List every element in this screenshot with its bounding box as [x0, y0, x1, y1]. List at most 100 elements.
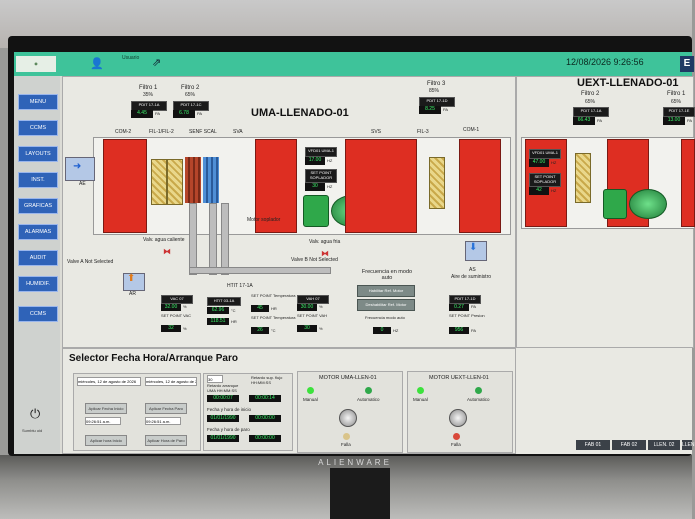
retardo-arranque-label: Retardo arranque UMA HH:MM:SS: [207, 383, 239, 393]
selector-title: Selector Fecha Hora/Arranque Paro: [69, 353, 238, 364]
motor-uext-auto-led: [475, 387, 482, 394]
sidebar: MENU CCMS LAYOUTS INST. GRAFICAS ALARMAS…: [14, 76, 60, 454]
sp-hum-label: SET POINT Temperatura: [251, 293, 296, 298]
vah-sp-value: 30: [297, 325, 317, 332]
date-from-input[interactable]: [77, 377, 141, 386]
sp-soplador-value: 30: [305, 183, 325, 191]
motor-uma-falla-led: [343, 433, 350, 440]
uext-title: UEXT-LLENADO-01: [577, 77, 679, 89]
e-button[interactable]: E: [680, 56, 694, 72]
uext-filtro1-value: 13.00: [663, 117, 685, 125]
motor-uma-manual-label: Manual: [303, 397, 318, 402]
hmi-screen: ◉ 👤 Usuario ⇗ 12/08/2026 9:26:56 E MENU …: [14, 52, 695, 454]
as-arrow-icon: ⬇: [469, 242, 478, 253]
heating-coil: [185, 157, 201, 203]
nav-inst[interactable]: INST.: [18, 172, 58, 188]
motor-uma-selector-knob[interactable]: [339, 409, 357, 427]
vac-value: 32.00: [161, 304, 181, 311]
motor-uext-manual-led: [417, 387, 424, 394]
section-fil: FIL-1/FIL-2: [149, 129, 174, 135]
motor-uext-selector-knob[interactable]: [449, 409, 467, 427]
deshabilitar-ref-button[interactable]: Deshabilitar Ref. Motor: [357, 299, 415, 311]
apply-start-time-button[interactable]: Aplicar hora Inicio: [85, 435, 127, 446]
valv-agua-fria: Valv. agua fria: [309, 239, 341, 245]
power-icon[interactable]: ⏻: [30, 406, 41, 421]
tab-fab-01[interactable]: FAB 01: [576, 440, 610, 450]
uext-vfd-tag: VFD01 UMA-1: [529, 149, 561, 159]
nav-ccms[interactable]: CCMS: [18, 120, 58, 136]
fecha-inicio-time: 00:00:00: [249, 415, 281, 422]
right-bottom-area: [516, 348, 692, 454]
filtro2-label: Filtro 2: [181, 85, 200, 91]
datetime-display: 12/08/2026 9:26:56: [566, 57, 644, 67]
nav-layouts[interactable]: LAYOUTS: [18, 146, 58, 162]
nav-ccms-2[interactable]: CCMS: [18, 306, 58, 322]
motor-uext-falla-led: [453, 433, 460, 440]
nav-graficas[interactable]: GRAFICAS: [18, 198, 58, 214]
motor-uext-auto-label: Automatico: [467, 397, 490, 402]
tab-llen-02[interactable]: LLEN. 02: [648, 440, 680, 450]
uext-sp-unit: HZ: [551, 188, 557, 193]
pdit-1d-sp-unit: PA: [471, 328, 477, 333]
tab-llen[interactable]: LLEN: [682, 440, 695, 450]
section-com1: COM-1: [463, 127, 480, 133]
htit-temp-unit: °C: [231, 308, 236, 313]
user-icon[interactable]: 👤: [90, 58, 104, 70]
valve-b-icon[interactable]: ⧓: [321, 249, 329, 258]
filtro1-unit: PA: [155, 111, 161, 116]
valve-a-icon[interactable]: ⧓: [163, 247, 171, 256]
uext-filtro2-unit: PA: [597, 118, 603, 123]
nav-humidif[interactable]: HUMIDIF.: [18, 276, 58, 292]
filtro1-label: Filtro 1: [139, 85, 158, 91]
tab-fab-02[interactable]: FAB 02: [612, 440, 646, 450]
as-label: AS: [469, 267, 476, 273]
pipe-horizontal: [189, 267, 331, 274]
pipe-hot-1: [189, 203, 197, 275]
uext-filtro1-tag: PDIT 17-1E: [663, 107, 695, 117]
num-field[interactable]: [207, 375, 223, 383]
pdit-1d-value: 0.27: [449, 304, 469, 311]
time-from-input[interactable]: [85, 417, 121, 425]
ae-arrow-icon: ➜: [73, 161, 82, 172]
motor-uext-manual-label: Manual: [413, 397, 428, 402]
uext-filtro1-pct: 65%: [671, 99, 682, 105]
section-svs: SVS: [371, 129, 382, 135]
power-label: Sumbtu oid: [22, 428, 43, 433]
frecuencia-label: Frecuencia modo auto: [365, 315, 405, 320]
htit-hum: 118.51: [207, 318, 229, 325]
ar-duct: [123, 273, 145, 291]
nav-alarmas[interactable]: ALARMAS: [18, 224, 58, 240]
vfd-tag: VFD01 UMA-1: [305, 147, 337, 157]
fecha-inicio-date: 01/01/1990: [207, 415, 239, 422]
filtro3-label: Filtro 3: [427, 81, 446, 87]
motor-uma-auto-label: Automatico: [357, 397, 380, 402]
valve-b-label: Valve B Not Selected: [291, 257, 338, 263]
uext-filtro2-tag: PDIT 17-1A: [573, 107, 609, 117]
nav-menu[interactable]: MENU: [18, 94, 58, 110]
vah-tag: VAH 07: [297, 295, 329, 304]
apply-stop-date-button[interactable]: Aplicar Fecha Paro: [145, 403, 187, 414]
uma-com2-red: [103, 139, 147, 233]
export-icon[interactable]: ⇗: [152, 57, 162, 69]
date-to-input[interactable]: [145, 377, 197, 386]
uext-filtro2-pct: 65%: [585, 99, 596, 105]
pdit-1d-sp-label: SET POINT Presion: [449, 313, 485, 318]
filtro1-pct: 35%: [143, 92, 154, 98]
vah-unit: %: [319, 304, 323, 309]
nav-audit[interactable]: AUDIT: [18, 250, 58, 266]
vac-sp-unit: %: [183, 326, 187, 331]
time-to-input[interactable]: [145, 417, 181, 425]
uext-filter: [575, 153, 591, 203]
uma-filter-2: [167, 159, 183, 205]
apply-stop-time-button[interactable]: Aplicar Hora de Paro: [145, 435, 187, 446]
pdit-1d-tag: PDIT 17-1D: [449, 295, 481, 304]
retardo-arranque-value: 00:00:07: [207, 395, 239, 402]
retardo-flujo-value: 00:00:14: [249, 395, 281, 402]
apply-start-date-button[interactable]: Aplicar Fecha Inicio: [85, 403, 127, 414]
habilitar-ref-button[interactable]: Habilitar Ref. Motor: [357, 285, 415, 297]
uma-svs-red: [345, 139, 417, 233]
monitor-brand: ALIENWARE: [318, 458, 392, 467]
uext-sp-value: 42: [529, 187, 549, 195]
ae-inlet: [65, 157, 95, 181]
ae-label: AE: [79, 181, 86, 187]
